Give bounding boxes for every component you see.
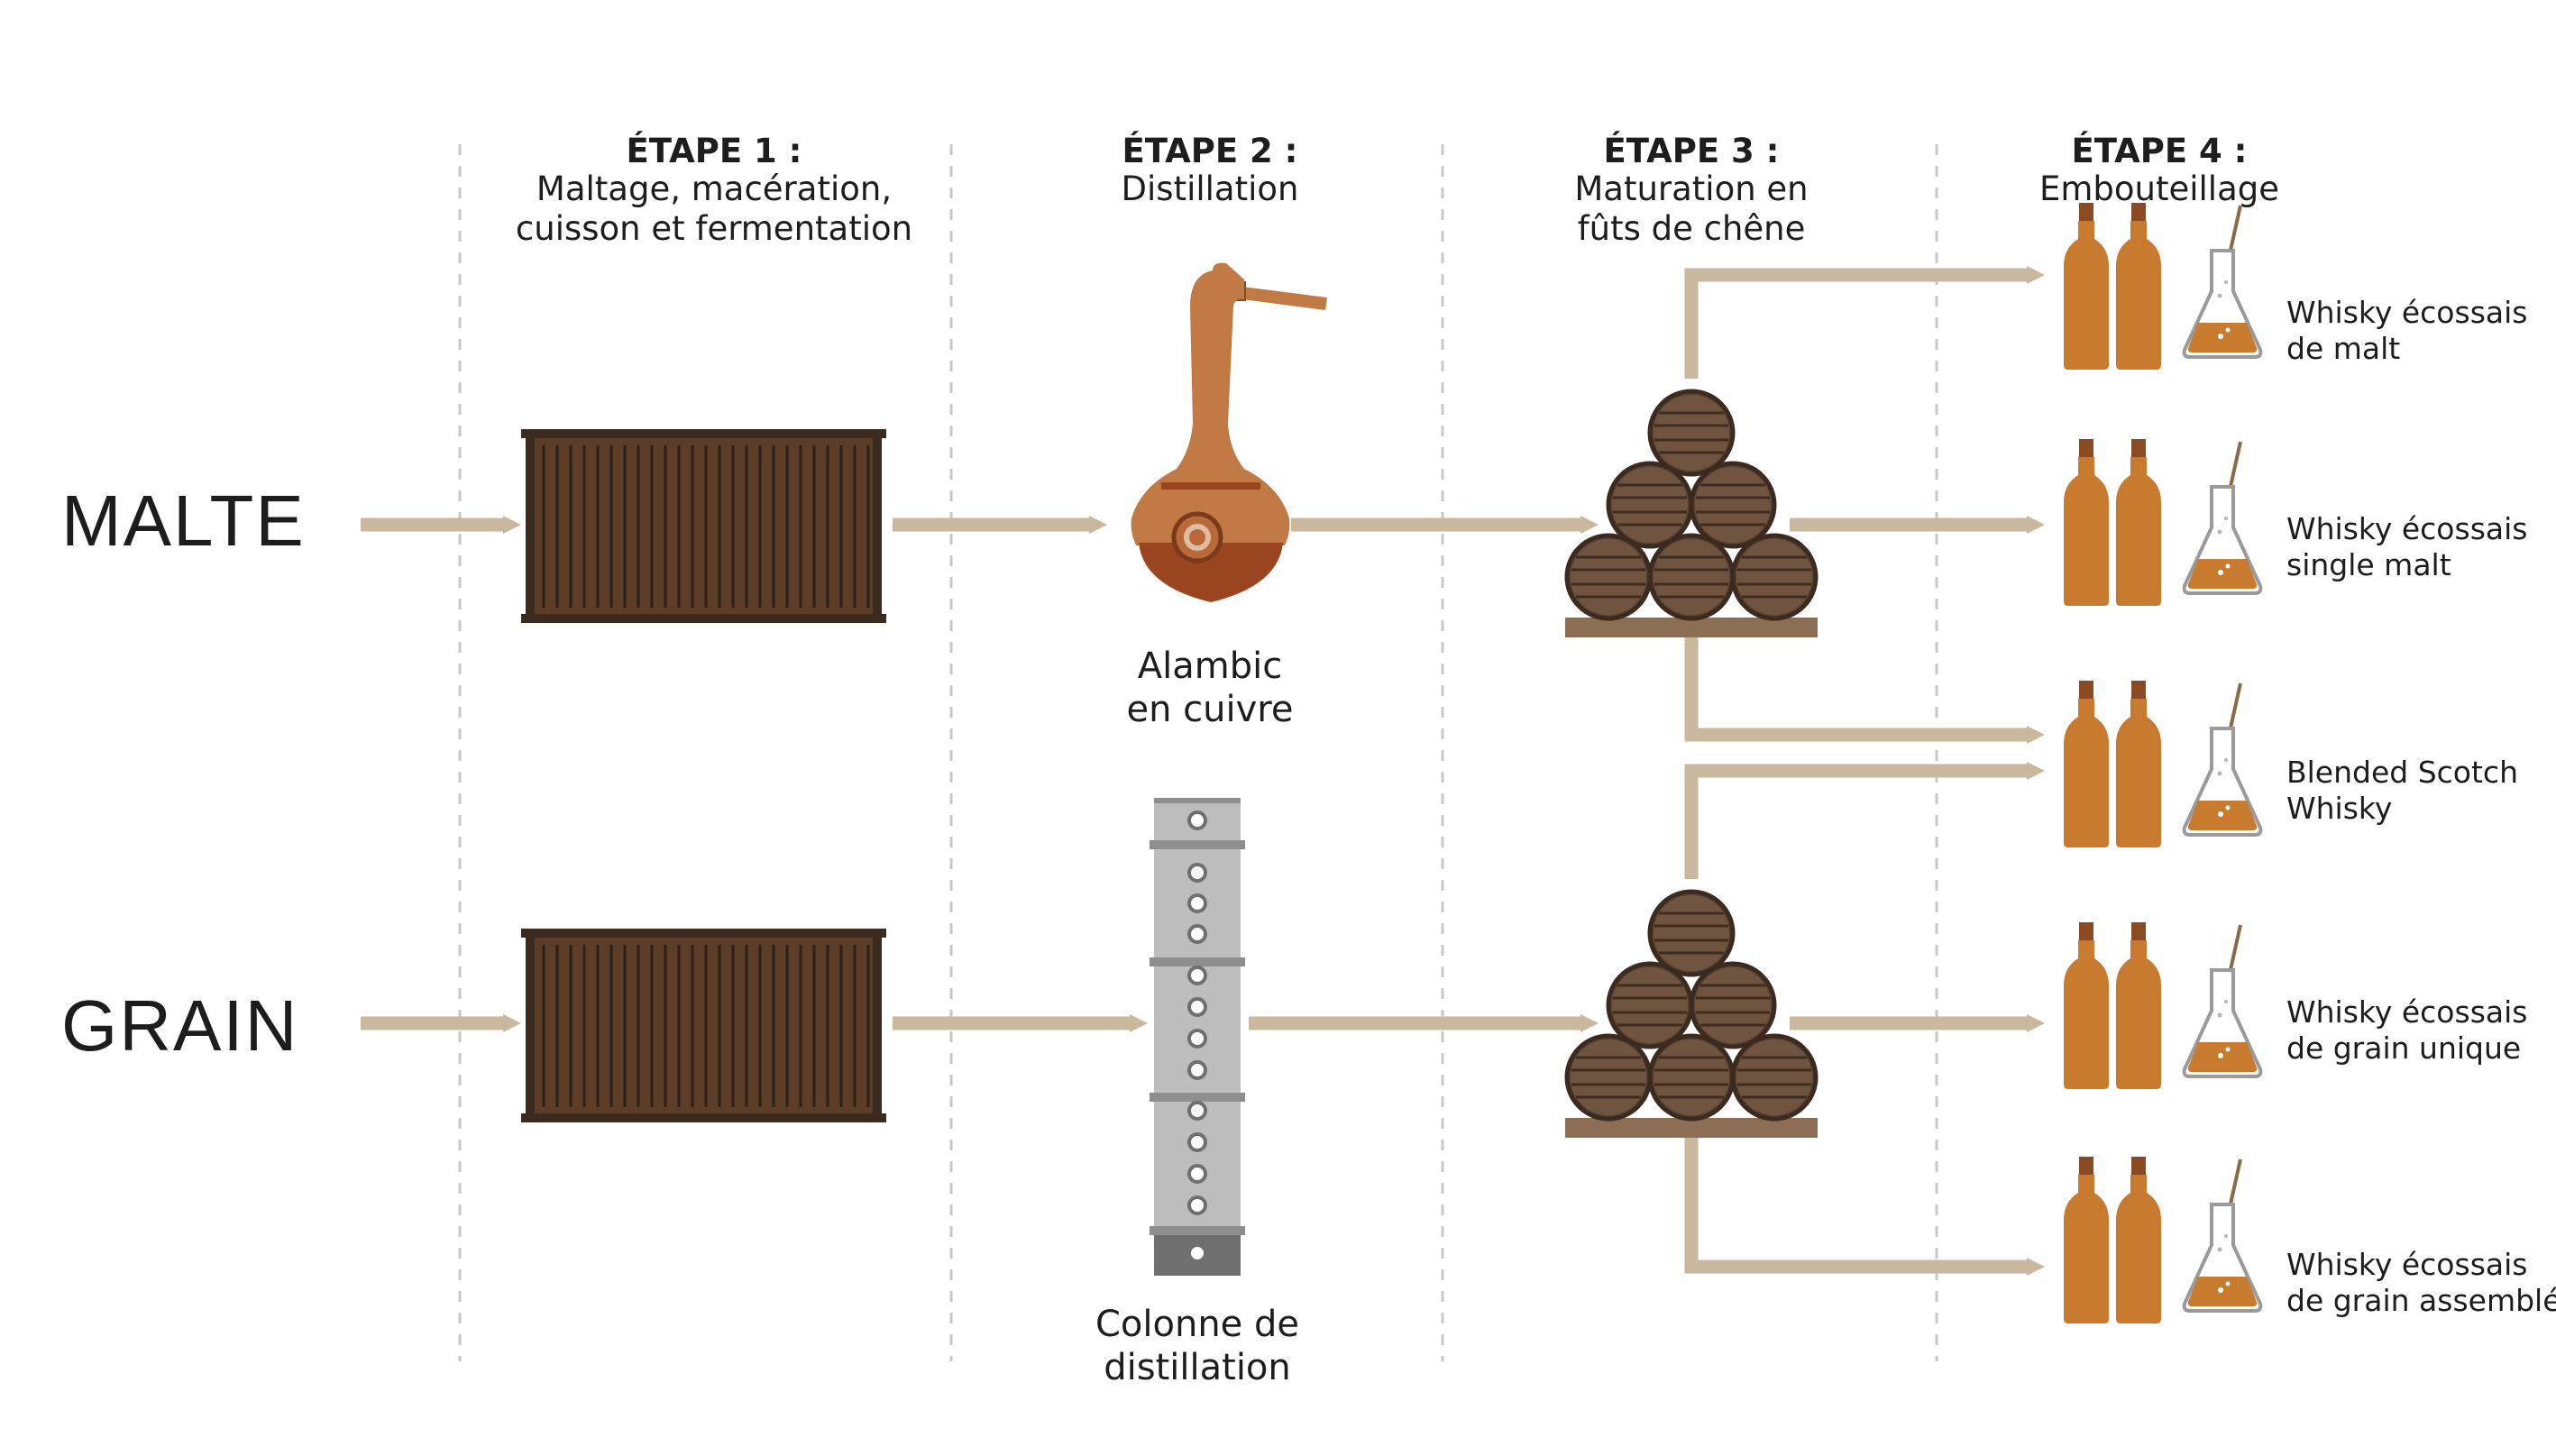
barrel-stack-icon — [1565, 892, 1818, 1138]
product-4-line-1: Whisky écossais — [2286, 994, 2527, 1030]
bottles-blended — [2064, 681, 2260, 847]
step-1-header: ÉTAPE 1 : Maltage, macération, cuisson e… — [516, 131, 912, 248]
row-label-malt: MALTE — [61, 481, 306, 561]
step-dividers — [458, 144, 1938, 1361]
step-4-line-1: Embouteillage — [2039, 169, 2279, 208]
mash-tun-icon — [519, 927, 888, 1124]
pot-still-label-line-1: Alambic — [1138, 646, 1282, 687]
product-1-line-1: Whisky écossais — [2286, 295, 2527, 330]
step-2-line-1: Distillation — [1122, 169, 1299, 208]
pot-still-label-line-2: en cuivre — [1127, 689, 1294, 730]
step-1-line-1: Maltage, macération, — [536, 169, 892, 208]
product-3-line-2: Whisky — [2286, 791, 2392, 826]
product-5-line-2: de grain assemblé — [2286, 1283, 2556, 1318]
bottles-single-grain — [2064, 922, 2260, 1089]
product-5-line-1: Whisky écossais — [2286, 1247, 2527, 1282]
product-2-line-2: single malt — [2286, 547, 2451, 582]
bottles-single-malt — [2064, 439, 2260, 606]
barrel-stack-icon — [1565, 391, 1818, 637]
pot-still-icon — [1131, 262, 1327, 602]
step-2-header: ÉTAPE 2 : Distillation — [1122, 131, 1299, 208]
flow-lines — [361, 266, 2045, 1276]
step-4-title: ÉTAPE 4 : — [2072, 131, 2248, 170]
step-3-line-2: fûts de chêne — [1578, 209, 1806, 248]
column-still-label-line-1: Colonne de — [1095, 1304, 1299, 1345]
bottles-blended-grain — [2064, 1157, 2260, 1323]
mash-tun-icon — [519, 427, 888, 625]
row-label-grain: GRAIN — [61, 985, 298, 1066]
column-still-icon — [1150, 798, 1245, 1276]
step-4-header: ÉTAPE 4 : Embouteillage — [2039, 131, 2279, 208]
product-1-line-2: de malt — [2286, 331, 2400, 366]
product-3-line-1: Blended Scotch — [2286, 755, 2518, 790]
bottles-malt — [2064, 203, 2260, 370]
step-2-title: ÉTAPE 2 : — [1122, 131, 1298, 170]
step-1-line-2: cuisson et fermentation — [516, 209, 912, 248]
product-2-line-1: Whisky écossais — [2286, 511, 2527, 546]
column-still-label-line-2: distillation — [1104, 1347, 1291, 1388]
step-3-title: ÉTAPE 3 : — [1604, 131, 1780, 170]
product-labels: Whisky écossais de malt Whisky écossais … — [2286, 295, 2556, 1318]
step-3-line-1: Maturation en — [1574, 169, 1808, 208]
step-3-header: ÉTAPE 3 : Maturation en fûts de chêne — [1574, 131, 1808, 248]
product-4-line-2: de grain unique — [2286, 1030, 2521, 1066]
step-1-title: ÉTAPE 1 : — [627, 131, 802, 170]
